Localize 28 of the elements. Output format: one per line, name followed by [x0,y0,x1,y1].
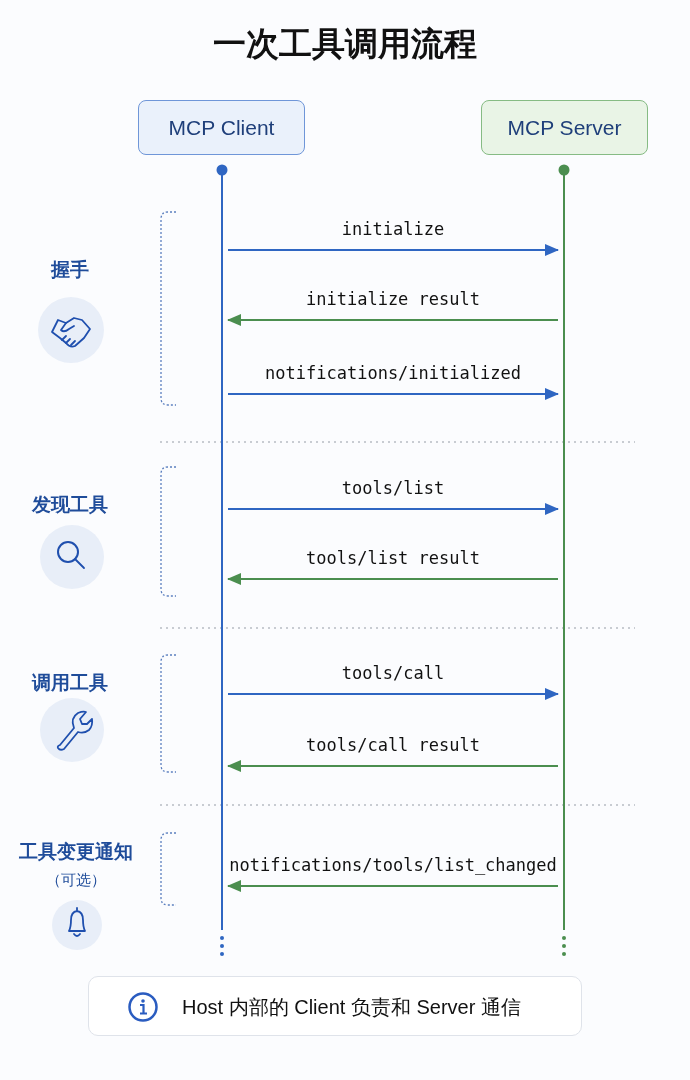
edge-label: tools/call [341,663,445,683]
lifeline [216,163,228,958]
edge-label: initialize result [306,289,480,309]
arrow [227,503,559,515]
participant-box: MCP Client [138,100,305,155]
edge-label: tools/list result [306,548,480,568]
phase-label: 发现工具 [32,492,108,517]
edge-label: notifications/initialized [265,363,521,383]
edge-label: tools/list [341,478,445,498]
edge-label: initialize [341,219,445,239]
edge-label: tools/call result [306,735,480,755]
arrow [227,388,559,400]
phase-label: 工具变更通知 [19,839,133,864]
arrow [227,244,559,256]
arrow [227,314,559,326]
participant-box: MCP Server [481,100,648,155]
arrow [227,760,559,772]
phase-label: 握手 [51,257,89,282]
phase-label: （可选） [46,871,106,890]
arrow [227,573,559,585]
arrow [227,880,559,892]
note-text: Host 内部的 Client 负责和 Server 通信 [182,995,521,1020]
note-box [88,976,582,1036]
lifeline [558,163,570,958]
phase-label: 调用工具 [32,670,108,695]
edge-label: notifications/tools/list_changed [229,855,557,875]
title: 一次工具调用流程 [212,23,478,65]
arrow [227,688,559,700]
